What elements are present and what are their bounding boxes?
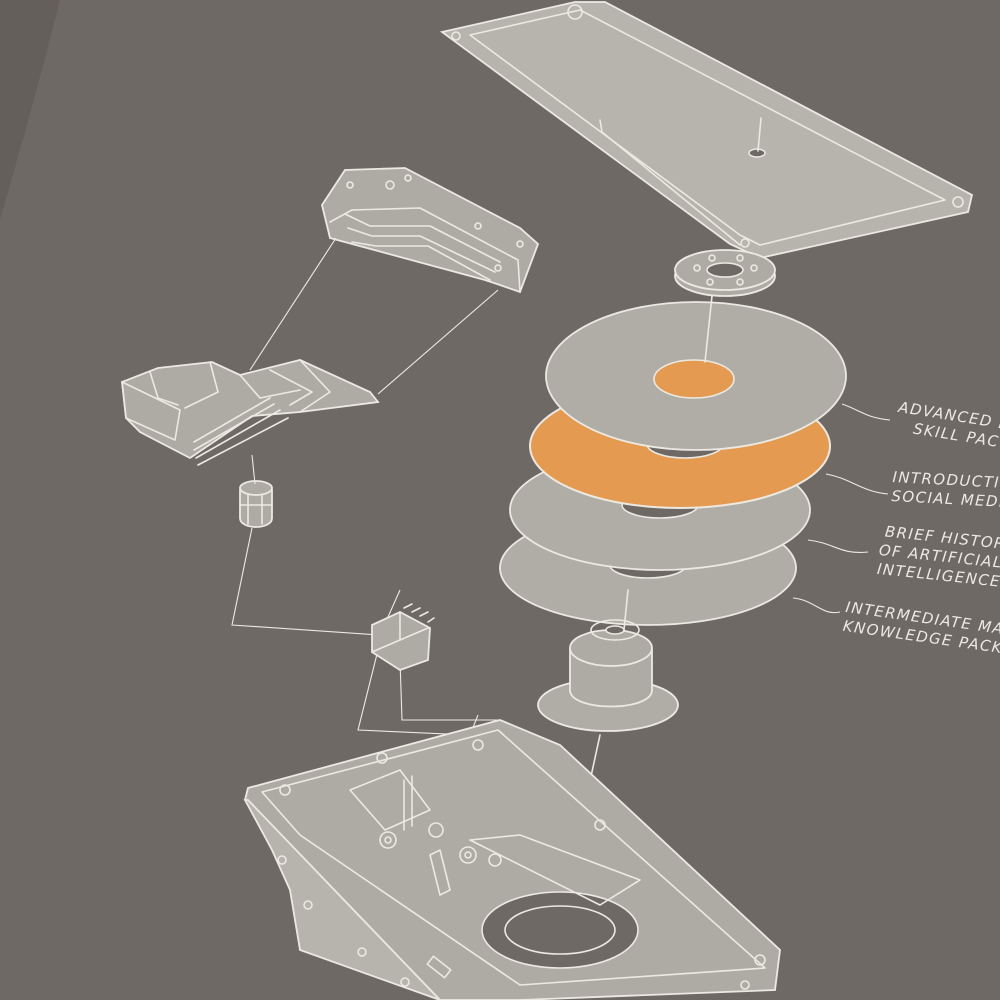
drive-base bbox=[243, 719, 781, 1000]
platter-1 bbox=[545, 301, 847, 451]
actuator-arm bbox=[121, 359, 380, 466]
label-leaders bbox=[792, 403, 891, 614]
drive-top-cover bbox=[439, 1, 974, 259]
magnet-assembly bbox=[321, 167, 540, 294]
spindle-motor bbox=[537, 619, 679, 851]
flex-connector bbox=[371, 603, 435, 671]
spindle-axis-middle bbox=[623, 589, 629, 631]
spindle-clamp bbox=[674, 249, 776, 297]
leader-lines bbox=[231, 237, 500, 736]
spindle-axis-upper bbox=[704, 295, 713, 363]
fabric-shadow bbox=[0, 0, 60, 220]
pivot-bearing bbox=[239, 480, 273, 528]
label-introduction-social-media: Introduction Social Medi bbox=[891, 468, 1000, 513]
